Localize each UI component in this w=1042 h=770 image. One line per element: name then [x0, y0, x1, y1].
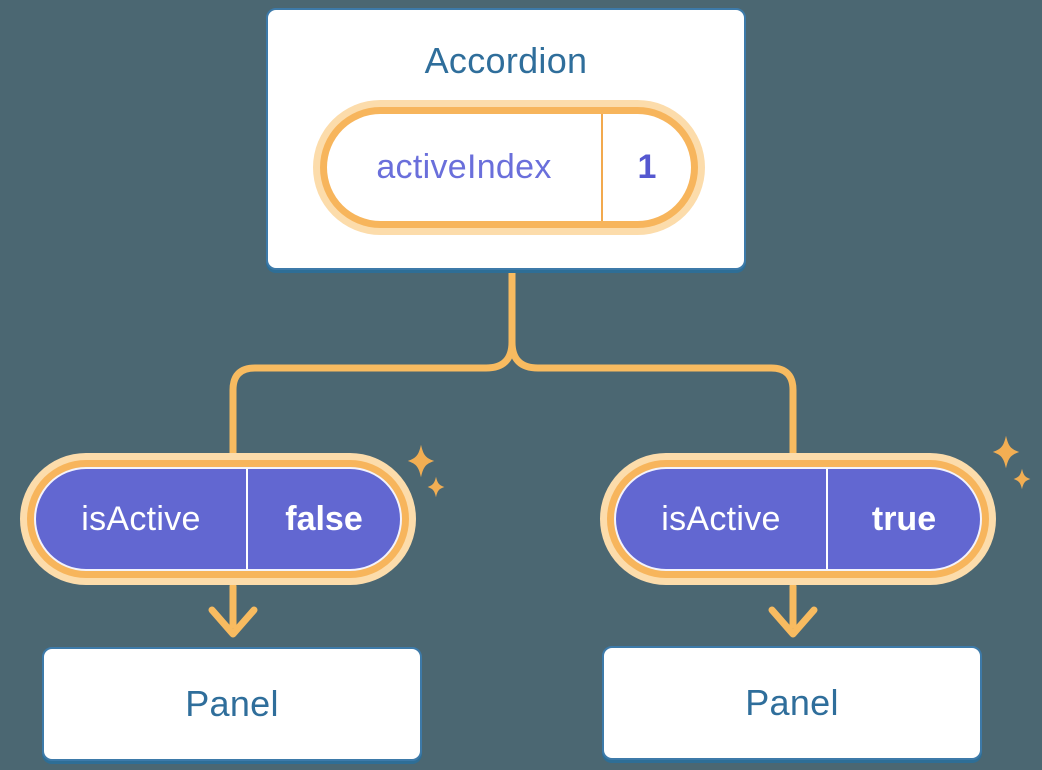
is-active-pill-right-ring: isActive true: [607, 460, 989, 578]
branch-line-right: [508, 338, 797, 472]
panel-title: Panel: [185, 683, 279, 724]
prop-name-label: isActive: [661, 499, 781, 538]
sparkle-icon: [992, 435, 1020, 469]
prop-value-label: false: [285, 499, 363, 538]
panel-box-left: Panel: [42, 647, 422, 761]
sparkle-icon: [427, 476, 445, 498]
pill-divider: [826, 469, 828, 569]
sparkle-icon: [1013, 468, 1031, 490]
is-active-pill-right: isActive true: [600, 453, 996, 585]
sparkle-group-right-pill: [992, 435, 1031, 490]
panel-title: Panel: [745, 682, 839, 723]
prop-name-label: isActive: [81, 499, 201, 538]
active-index-pill: activeIndex 1: [313, 100, 705, 235]
state-name-label: activeIndex: [376, 148, 552, 186]
panel-box-right: Panel: [602, 646, 982, 760]
sparkle-icon: [407, 444, 435, 478]
pill-divider: [246, 469, 248, 569]
arrow-down-right-icon: [768, 606, 818, 638]
prop-value-label: true: [871, 499, 937, 538]
state-value-label: 1: [637, 148, 657, 186]
sparkle-group-left-pill: [407, 444, 445, 498]
is-active-pill-left-body: isActive false: [34, 467, 402, 571]
active-index-pill-ring: activeIndex 1: [320, 107, 698, 228]
arrow-down-left-icon: [208, 606, 258, 638]
branch-line-left: [229, 267, 516, 472]
is-active-pill-left-ring: isActive false: [27, 460, 409, 578]
accordion-title: Accordion: [424, 40, 588, 81]
is-active-pill-left: isActive false: [20, 453, 416, 585]
active-index-pill-body: activeIndex 1: [327, 114, 691, 221]
pill-divider: [601, 114, 603, 221]
is-active-pill-right-body: isActive true: [614, 467, 982, 571]
accordion-box: Accordion activeIndex 1: [266, 8, 746, 270]
